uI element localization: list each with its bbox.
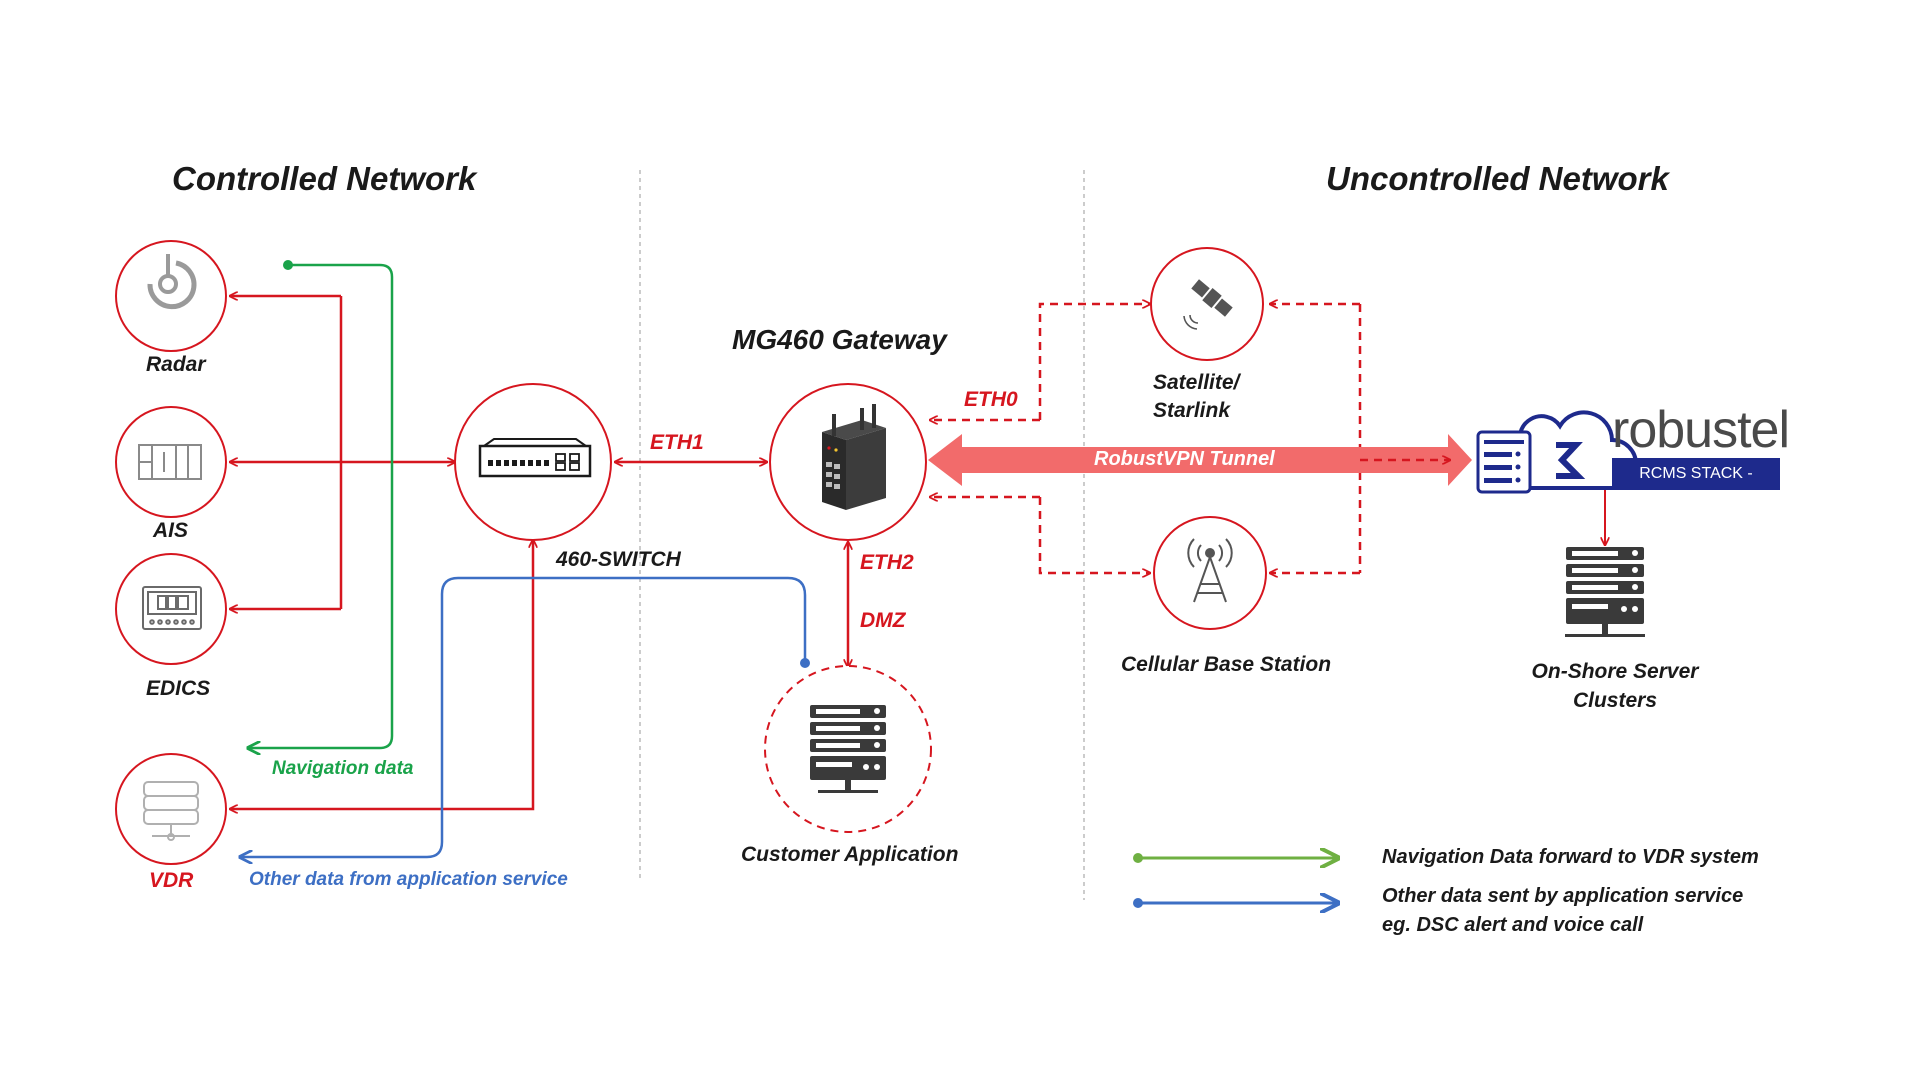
rcms-badge: RCMS STACK - MARINE — [1612, 458, 1780, 514]
gateway-device-icon — [822, 404, 886, 510]
onshore-label-line1: On-Shore Server — [1531, 660, 1699, 683]
satellite-label-line1: Satellite/ — [1153, 371, 1240, 394]
controlled-network-title: Controlled Network — [172, 160, 477, 197]
legend-blue-label-line1: Other data sent by application service — [1382, 885, 1744, 907]
robustel-logo-text: robustel — [1612, 401, 1790, 459]
satellite-label-line2: Starlink — [1153, 399, 1231, 422]
legend-lines — [1133, 853, 1338, 908]
navigation-data-path — [248, 260, 394, 748]
eth1-label: ETH1 — [650, 431, 704, 454]
cellular-label: Cellular Base Station — [1121, 653, 1332, 676]
satellite-icon — [1183, 279, 1233, 330]
wan-links — [930, 304, 1362, 573]
legend-green-label: Navigation Data forward to VDR system — [1382, 846, 1759, 868]
vdr-label: VDR — [149, 869, 194, 892]
cellular-node — [1153, 516, 1267, 630]
radar-node — [115, 240, 227, 352]
radar-icon — [147, 254, 197, 310]
ais-label: AIS — [153, 519, 189, 542]
eth0-label: ETH0 — [964, 388, 1018, 411]
edics-label: EDICS — [146, 677, 211, 700]
ais-icon — [138, 444, 202, 480]
switch-device-links — [230, 296, 848, 809]
radar-label: Radar — [146, 353, 206, 376]
edics-icon — [142, 586, 202, 630]
vpn-tunnel — [928, 434, 1472, 486]
legend-blue-label-line2: eg. DSC alert and voice call — [1382, 914, 1644, 936]
switch-label: 460-SWITCH — [556, 548, 681, 571]
other-data-label: Other data from application service — [249, 869, 568, 890]
vdr-icon — [143, 781, 199, 841]
other-data-path — [240, 576, 810, 857]
gateway-title: MG460 Gateway — [732, 324, 947, 355]
dmz-label: DMZ — [860, 609, 906, 632]
switch-icon — [478, 438, 592, 478]
uncontrolled-network-title: Uncontrolled Network — [1326, 160, 1669, 197]
cell-tower-icon — [1187, 538, 1233, 603]
ais-node — [115, 406, 227, 518]
customer-app-label: Customer Application — [741, 843, 959, 866]
server-rack-icon — [810, 705, 886, 793]
onshore-label-line2: Clusters — [1572, 689, 1658, 712]
vpn-tunnel-label: RobustVPN Tunnel — [1094, 448, 1275, 470]
navigation-data-label: Navigation data — [272, 758, 414, 779]
eth2-label: ETH2 — [860, 551, 914, 574]
server-cluster-icon — [1565, 547, 1645, 637]
